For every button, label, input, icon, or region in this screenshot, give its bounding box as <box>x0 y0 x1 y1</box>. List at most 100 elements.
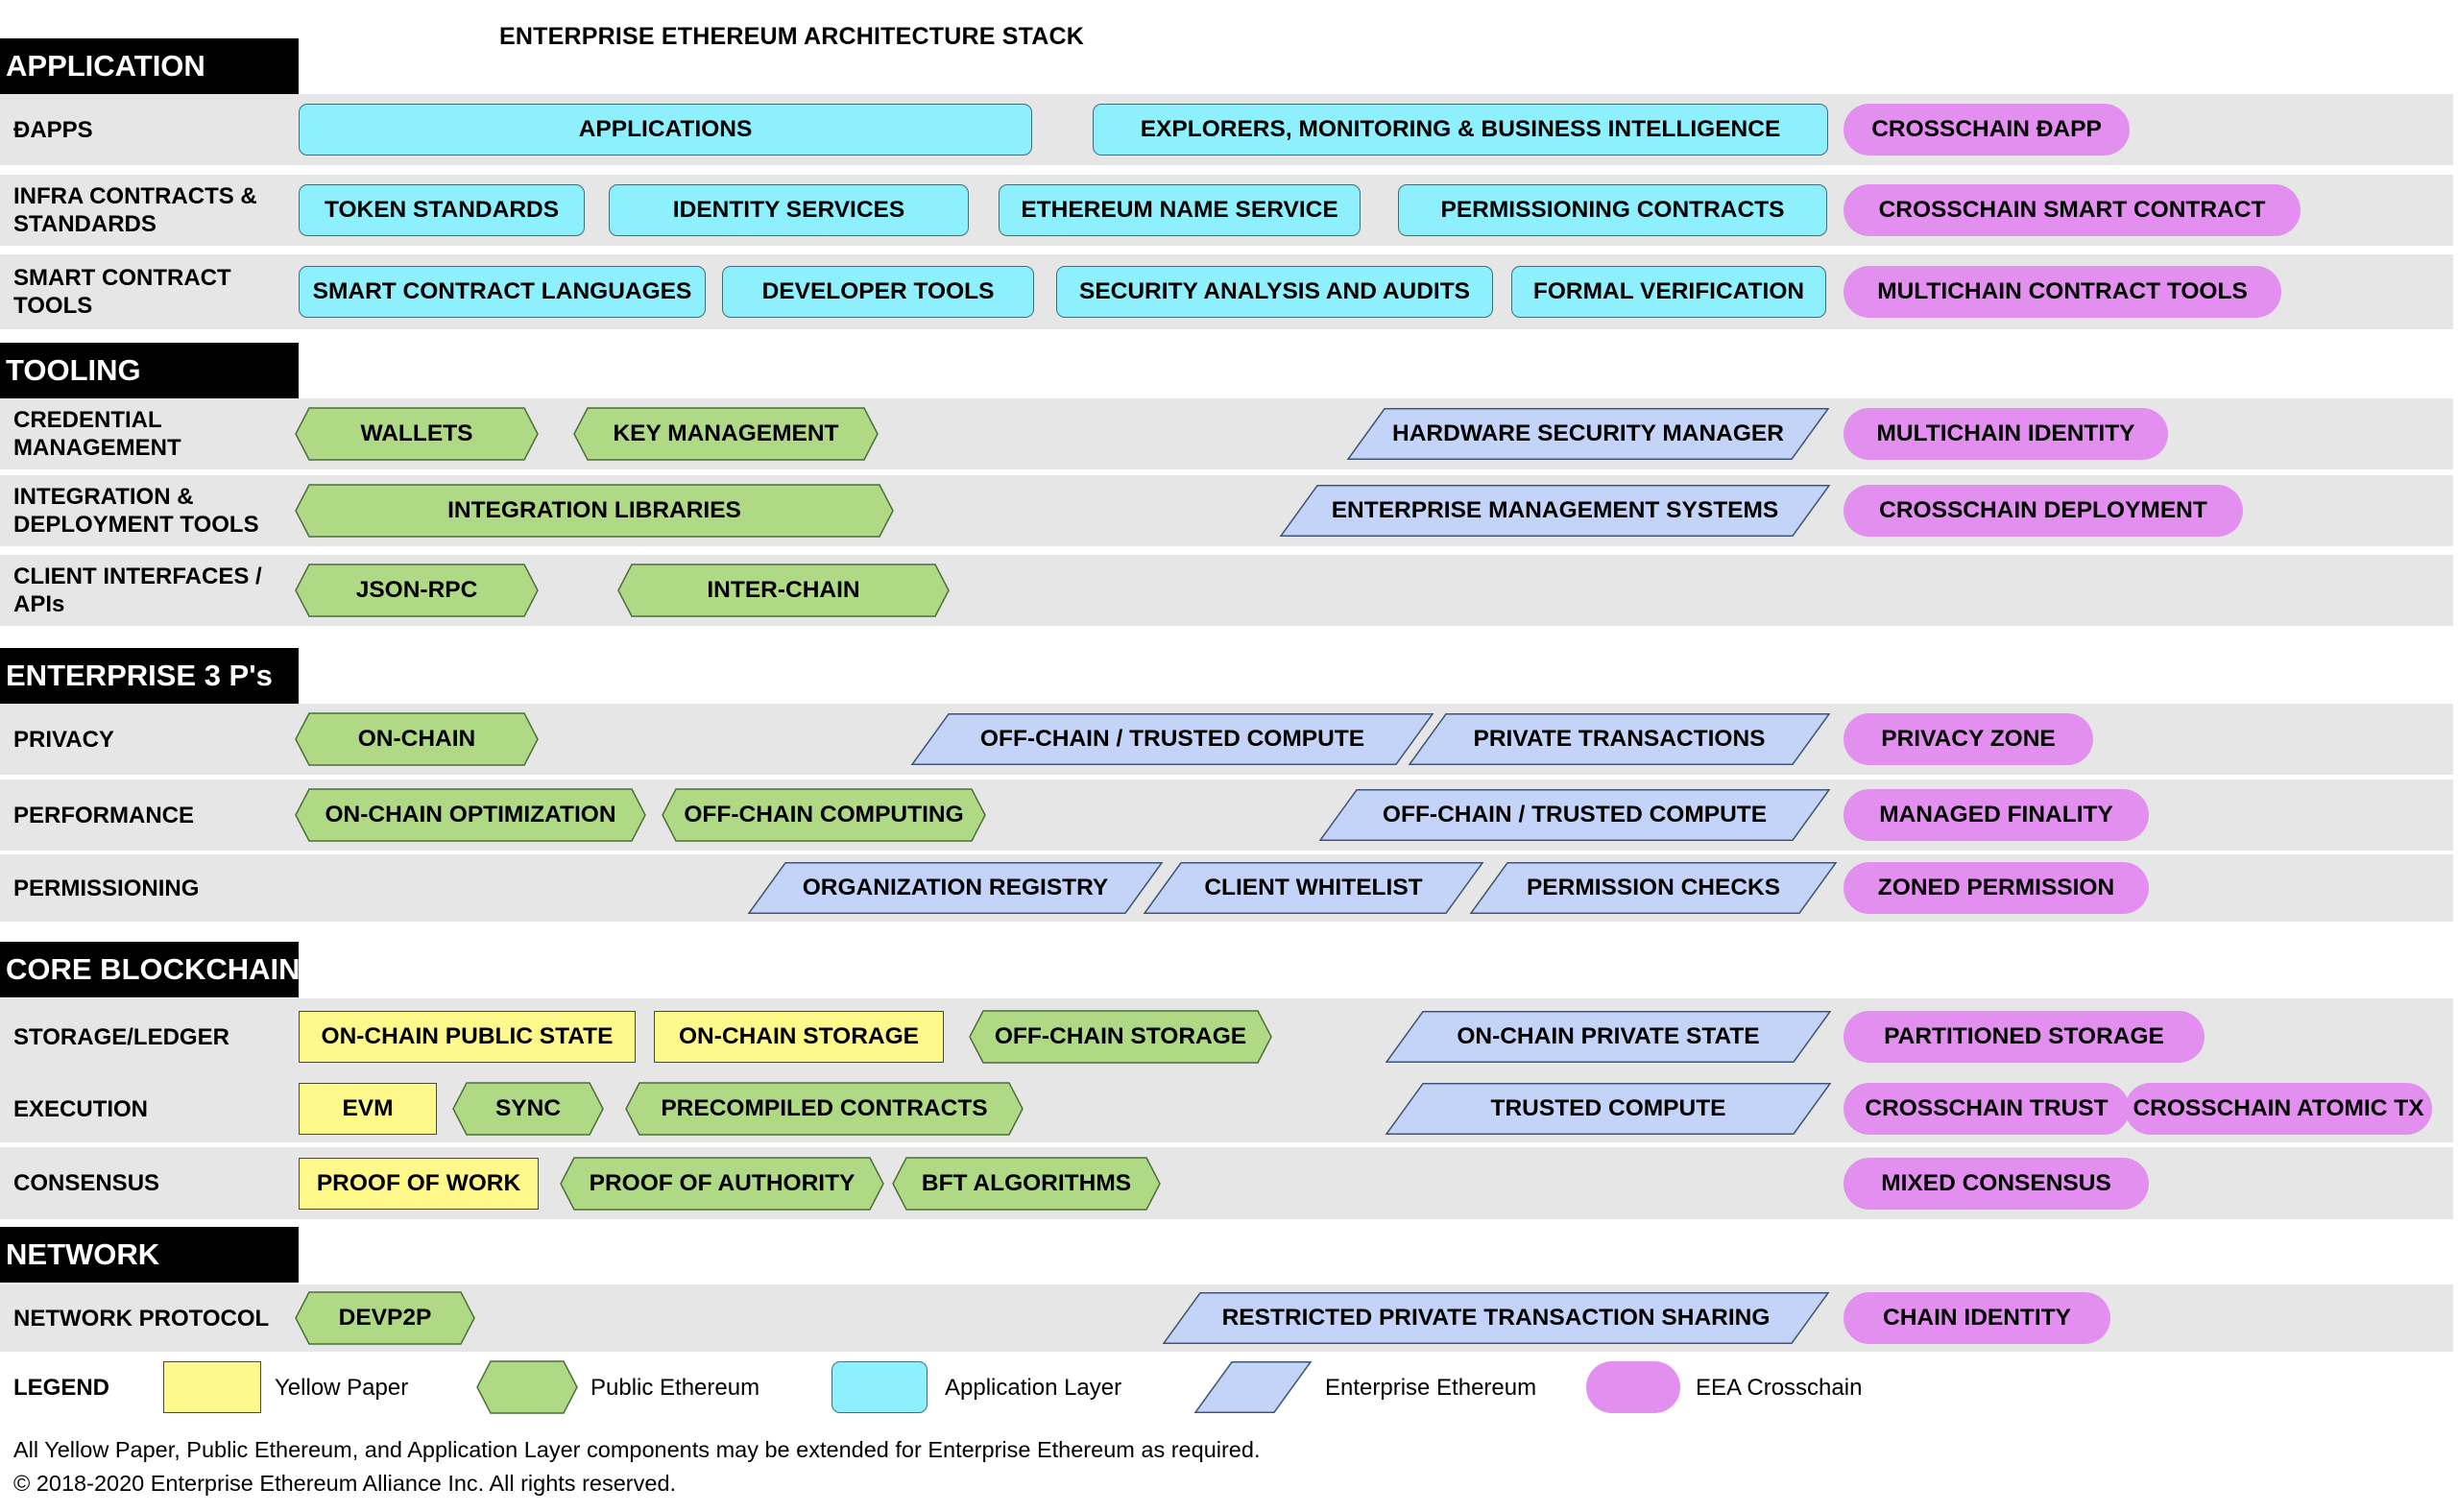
row-label: ĐAPPS <box>13 116 93 143</box>
component-on-chain-public-state: ON-CHAIN PUBLIC STATE <box>299 1011 636 1063</box>
component-bft-algorithms: BFT ALGORITHMS <box>892 1156 1161 1211</box>
row-label: CLIENT INTERFACES / APIs <box>13 564 262 617</box>
section-header-network: NETWORK <box>0 1227 299 1283</box>
component-privacy-zone-label: PRIVACY ZONE <box>1881 726 2056 752</box>
copyright-notice: © 2018-2020 Enterprise Ethereum Alliance… <box>13 1471 677 1496</box>
component-security-analysis-and-audits-label: SECURITY ANALYSIS AND AUDITS <box>1078 278 1471 304</box>
component-devp2p-label: DEVP2P <box>338 1305 432 1331</box>
component-proof-of-authority-label: PROOF OF AUTHORITY <box>589 1169 855 1196</box>
component-token-standards-label: TOKEN STANDARDS <box>324 197 560 223</box>
component-client-whitelist-label: CLIENT WHITELIST <box>1204 875 1423 900</box>
row-label: CONSENSUS <box>13 1170 160 1196</box>
component-bft-algorithms-label: BFT ALGORITHMS <box>921 1169 1132 1196</box>
section-header-application: APPLICATION <box>0 38 299 94</box>
component-ethereum-name-service: ETHEREUM NAME SERVICE <box>999 184 1361 236</box>
row-label: INFRA CONTRACTS & STANDARDS <box>13 183 257 237</box>
component-wallets-label: WALLETS <box>360 420 473 446</box>
component-permissioning-contracts-label: PERMISSIONING CONTRACTS <box>1440 197 1785 223</box>
component-mixed-consensus: MIXED CONSENSUS <box>1844 1157 2149 1210</box>
component-mixed-consensus-label: MIXED CONSENSUS <box>1881 1169 2111 1196</box>
component-multichain-identity: MULTICHAIN IDENTITY <box>1844 408 2168 460</box>
component-token-standards: TOKEN STANDARDS <box>299 184 585 236</box>
component-proof-of-authority: PROOF OF AUTHORITY <box>560 1156 884 1211</box>
legend-swatch-yellow-paper <box>163 1361 261 1413</box>
section-header-enterprise-3-p-s: ENTERPRISE 3 P's <box>0 648 299 704</box>
component-inter-chain: INTER-CHAIN <box>617 564 950 617</box>
component-multichain-contract-tools: MULTICHAIN CONTRACT TOOLS <box>1844 266 2281 318</box>
component-crosschain-atomic-tx: CROSSCHAIN ATOMIC TX <box>2125 1083 2432 1135</box>
row-label: NETWORK PROTOCOL <box>13 1305 270 1332</box>
component-security-analysis-and-audits: SECURITY ANALYSIS AND AUDITS <box>1056 266 1493 318</box>
component-on-chain-private-state-label: ON-CHAIN PRIVATE STATE <box>1457 1023 1760 1049</box>
component-partitioned-storage: PARTITIONED STORAGE <box>1844 1011 2205 1063</box>
row-label: PERMISSIONING <box>13 875 200 901</box>
component-off-chain-trusted-compute: OFF-CHAIN / TRUSTED COMPUTE <box>1318 789 1831 841</box>
component-explorers-monitoring-business-intelligence: EXPLORERS, MONITORING & BUSINESS INTELLI… <box>1093 104 1828 156</box>
component-on-chain-label: ON-CHAIN <box>357 726 476 752</box>
section-header-core-blockchain: CORE BLOCKCHAIN <box>0 942 301 997</box>
component-multichain-identity-label: MULTICHAIN IDENTITY <box>1876 420 2135 446</box>
row-label: STORAGE/LEDGER <box>13 1023 229 1050</box>
component-permission-checks: PERMISSION CHECKS <box>1469 862 1838 914</box>
legend-label-application-layer: Application Layer <box>945 1375 1122 1401</box>
component-multichain-contract-tools-label: MULTICHAIN CONTRACT TOOLS <box>1877 278 2248 304</box>
component-crosschain-deployment-label: CROSSCHAIN DEPLOYMENT <box>1879 497 2207 523</box>
component-hardware-security-manager-label: HARDWARE SECURITY MANAGER <box>1392 420 1784 446</box>
component-crosschain-deployment: CROSSCHAIN DEPLOYMENT <box>1844 485 2243 537</box>
component-on-chain-optimization: ON-CHAIN OPTIMIZATION <box>295 788 646 842</box>
component-sync: SYNC <box>452 1082 604 1136</box>
component-sync-label: SYNC <box>494 1095 562 1121</box>
legend-swatch-eea-crosschain <box>1586 1361 1680 1413</box>
row-label: CREDENTIAL MANAGEMENT <box>13 407 181 461</box>
component-on-chain-private-state: ON-CHAIN PRIVATE STATE <box>1385 1011 1832 1063</box>
legend-title: LEGEND <box>13 1375 110 1401</box>
footer-note: All Yellow Paper, Public Ethereum, and A… <box>13 1437 1261 1462</box>
component-wallets: WALLETS <box>295 407 539 461</box>
component-crosschain-app: CROSSCHAIN ĐAPP <box>1844 104 2130 156</box>
component-evm-label: EVM <box>342 1095 394 1121</box>
diagram-title: ENTERPRISE ETHEREUM ARCHITECTURE STACK <box>499 23 1085 50</box>
component-chain-identity: CHAIN IDENTITY <box>1844 1292 2110 1344</box>
component-permission-checks-label: PERMISSION CHECKS <box>1526 875 1781 900</box>
component-identity-services: IDENTITY SERVICES <box>609 184 969 236</box>
component-off-chain-storage: OFF-CHAIN STORAGE <box>969 1010 1272 1064</box>
component-crosschain-trust: CROSSCHAIN TRUST <box>1844 1083 2130 1135</box>
component-trusted-compute: TRUSTED COMPUTE <box>1385 1083 1832 1135</box>
component-proof-of-work-label: PROOF OF WORK <box>316 1169 521 1196</box>
component-integration-libraries-label: INTEGRATION LIBRARIES <box>447 497 741 523</box>
component-chain-identity-label: CHAIN IDENTITY <box>1883 1305 2071 1331</box>
component-json-rpc-label: JSON-RPC <box>355 577 478 603</box>
component-explorers-monitoring-business-intelligence-label: EXPLORERS, MONITORING & BUSINESS INTELLI… <box>1140 116 1781 142</box>
component-formal-verification-label: FORMAL VERIFICATION <box>1532 278 1805 304</box>
component-applications-label: APPLICATIONS <box>578 116 753 142</box>
component-on-chain-storage-label: ON-CHAIN STORAGE <box>678 1023 919 1049</box>
legend-swatch-application-layer <box>831 1361 928 1413</box>
component-crosschain-atomic-tx-label: CROSSCHAIN ATOMIC TX <box>2133 1095 2424 1121</box>
component-enterprise-management-systems-label: ENTERPRISE MANAGEMENT SYSTEMS <box>1331 497 1779 523</box>
component-developer-tools-label: DEVELOPER TOOLS <box>761 278 995 304</box>
component-key-management: KEY MANAGEMENT <box>573 407 879 461</box>
component-on-chain-storage: ON-CHAIN STORAGE <box>654 1011 944 1063</box>
component-permissioning-contracts: PERMISSIONING CONTRACTS <box>1398 184 1827 236</box>
legend-label-eea-crosschain: EEA Crosschain <box>1696 1375 1863 1401</box>
legend-swatch-public-ethereum <box>476 1360 578 1414</box>
component-private-transactions-label: PRIVATE TRANSACTIONS <box>1473 726 1766 752</box>
component-off-chain-trusted-compute-label: OFF-CHAIN / TRUSTED COMPUTE <box>1382 802 1768 828</box>
component-privacy-zone: PRIVACY ZONE <box>1844 713 2093 765</box>
component-enterprise-management-systems: ENTERPRISE MANAGEMENT SYSTEMS <box>1279 485 1831 537</box>
row-label: PRIVACY <box>13 726 114 753</box>
legend-label-public-ethereum: Public Ethereum <box>590 1375 760 1401</box>
component-organization-registry-label: ORGANIZATION REGISTRY <box>802 875 1109 900</box>
component-off-chain-trusted-compute-label: OFF-CHAIN / TRUSTED COMPUTE <box>979 726 1365 752</box>
component-inter-chain-label: INTER-CHAIN <box>707 577 860 603</box>
component-formal-verification: FORMAL VERIFICATION <box>1511 266 1826 318</box>
component-smart-contract-languages-label: SMART CONTRACT LANGUAGES <box>312 278 692 304</box>
component-json-rpc: JSON-RPC <box>295 564 539 617</box>
component-crosschain-trust-label: CROSSCHAIN TRUST <box>1865 1095 2109 1121</box>
component-zoned-permission: ZONED PERMISSION <box>1844 862 2149 914</box>
component-crosschain-smart-contract: CROSSCHAIN SMART CONTRACT <box>1844 184 2301 236</box>
component-client-whitelist: CLIENT WHITELIST <box>1143 862 1484 914</box>
component-on-chain: ON-CHAIN <box>295 712 539 766</box>
row-label: SMART CONTRACT TOOLS <box>13 265 231 319</box>
